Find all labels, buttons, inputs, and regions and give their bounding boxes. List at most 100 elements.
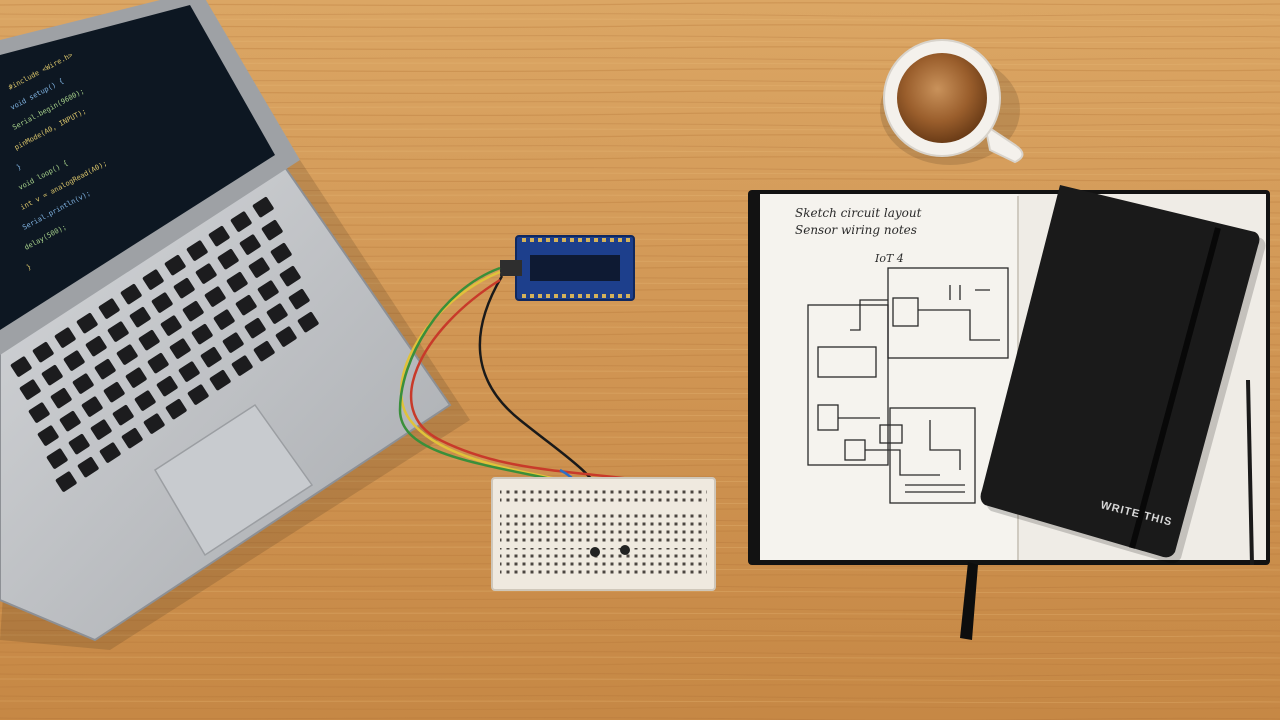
keyboard-key	[98, 298, 120, 319]
header-pin	[586, 238, 590, 242]
keyboard-key	[257, 280, 279, 301]
header-pin	[570, 238, 574, 242]
keyboard-key	[297, 312, 319, 333]
keyboard-key	[125, 367, 147, 388]
keyboard-key	[37, 425, 59, 446]
keyboard-key	[121, 428, 143, 449]
laptop-screen	[0, 5, 275, 330]
keyboard-key	[50, 388, 72, 409]
microcontroller-board	[500, 235, 635, 301]
keyboard-key	[270, 243, 292, 264]
keyboard-key	[55, 471, 77, 492]
keyboard-key	[200, 347, 222, 368]
bookmark-ribbon	[960, 562, 978, 640]
header-pin	[594, 238, 598, 242]
header-pin	[538, 294, 542, 298]
keyboard-key	[156, 376, 178, 397]
keyboard-key	[19, 379, 41, 400]
keyboard-key	[279, 266, 301, 287]
keyboard-key	[248, 257, 270, 278]
keyboard-key	[143, 413, 165, 434]
header-pin	[546, 238, 550, 242]
coffee-cup	[880, 39, 1024, 165]
header-pin	[586, 294, 590, 298]
note-line-2: Sensor wiring notes	[795, 223, 917, 237]
keyboard-key	[182, 301, 204, 322]
keyboard-key	[191, 324, 213, 345]
header-pin	[594, 294, 598, 298]
keyboard-key	[116, 344, 138, 365]
keyboard-key	[134, 390, 156, 411]
keyboard-key	[187, 384, 209, 405]
keyboard-key	[10, 356, 32, 377]
keyboard-key	[142, 269, 164, 290]
keyboard-key	[103, 382, 125, 403]
keyboard-key	[173, 278, 195, 299]
circuit-sketch	[807, 267, 1009, 504]
header-pin	[602, 294, 606, 298]
header-pin	[546, 294, 550, 298]
header-pin	[562, 238, 566, 242]
keyboard-key	[63, 350, 85, 371]
keyboard-key	[120, 284, 142, 305]
keyboard-key	[165, 399, 187, 420]
keyboard-key	[54, 327, 76, 348]
jumper-wires	[398, 266, 641, 516]
keyboard-key	[72, 373, 94, 394]
keyboard-key	[151, 292, 173, 313]
keyboard-key	[164, 255, 186, 276]
header-pin	[530, 238, 534, 242]
keyboard-key	[213, 309, 235, 330]
keyboard-key	[90, 419, 112, 440]
header-pin	[610, 238, 614, 242]
header-pin	[554, 238, 558, 242]
keyboard-key	[32, 342, 54, 363]
header-pin	[578, 238, 582, 242]
keyboard	[10, 197, 319, 492]
keyboard-key	[147, 353, 169, 374]
keyboard-key	[59, 411, 81, 432]
keyboard-key	[235, 295, 257, 316]
code-line: }	[25, 263, 32, 272]
pen	[1246, 379, 1254, 566]
keyboard-key	[222, 332, 244, 353]
code-line: }	[15, 163, 22, 172]
header-pin	[602, 238, 606, 242]
keyboard-key	[239, 234, 261, 255]
keyboard-key	[178, 361, 200, 382]
keyboard-key	[77, 457, 99, 478]
keyboard-key	[68, 434, 90, 455]
keyboard-key	[231, 355, 253, 376]
keyboard-key	[85, 336, 107, 357]
open-notebook: Sketch circuit layout Sensor wiring note…	[748, 185, 1270, 640]
keyboard-key	[28, 402, 50, 423]
keyboard-key	[129, 307, 151, 328]
header-pin	[562, 294, 566, 298]
header-pin	[570, 294, 574, 298]
keyboard-key	[169, 338, 191, 359]
keyboard-key	[160, 315, 182, 336]
trackpad	[153, 403, 314, 557]
keyboard-key	[195, 263, 217, 284]
header-pin	[626, 238, 630, 242]
header-pin	[522, 238, 526, 242]
keyboard-key	[275, 326, 297, 347]
header-pin	[538, 238, 542, 242]
header-pin	[554, 294, 558, 298]
keyboard-key	[253, 341, 275, 362]
keyboard-key	[261, 220, 283, 241]
keyboard-key	[288, 289, 310, 310]
keyboard-key	[112, 405, 134, 426]
keyboard-key	[252, 197, 274, 218]
header-pin	[618, 238, 622, 242]
header-pin	[578, 294, 582, 298]
keyboard-key	[94, 359, 116, 380]
keyboard-key	[107, 321, 129, 342]
keyboard-key	[138, 330, 160, 351]
keyboard-key	[226, 272, 248, 293]
note-line-1: Sketch circuit layout	[795, 206, 922, 220]
keyboard-key	[209, 370, 231, 391]
note-label: IoT 4	[874, 252, 904, 265]
